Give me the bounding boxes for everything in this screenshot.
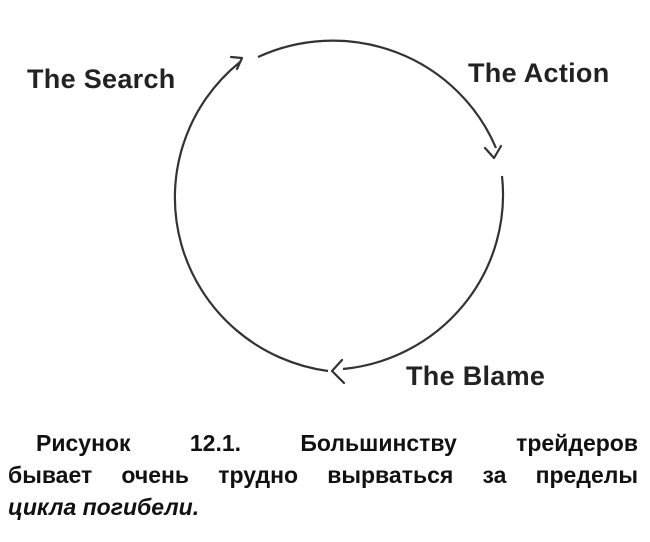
node-label-action: The Action (468, 58, 610, 88)
arrowhead-to-search (330, 358, 346, 385)
cycle-arc-action-to-blame (342, 175, 505, 371)
caption-line-3: цикла погибели. (8, 494, 200, 520)
arrowhead-to-blame (483, 144, 503, 160)
cycle-arc-blame-to-search (173, 61, 329, 373)
figure-caption: Рисунок 12.1. Большинству трейдеров быва… (8, 427, 638, 523)
caption-line-1: Рисунок 12.1. Большинству трейдеров (36, 430, 638, 456)
node-label-blame: The Blame (406, 361, 546, 391)
node-label-search: The Search (27, 64, 176, 94)
arrowhead-to-action (229, 55, 244, 71)
cycle-arc-search-to-action (257, 39, 498, 149)
caption-line-2: бывает очень трудно вырваться за пределы (8, 462, 638, 488)
